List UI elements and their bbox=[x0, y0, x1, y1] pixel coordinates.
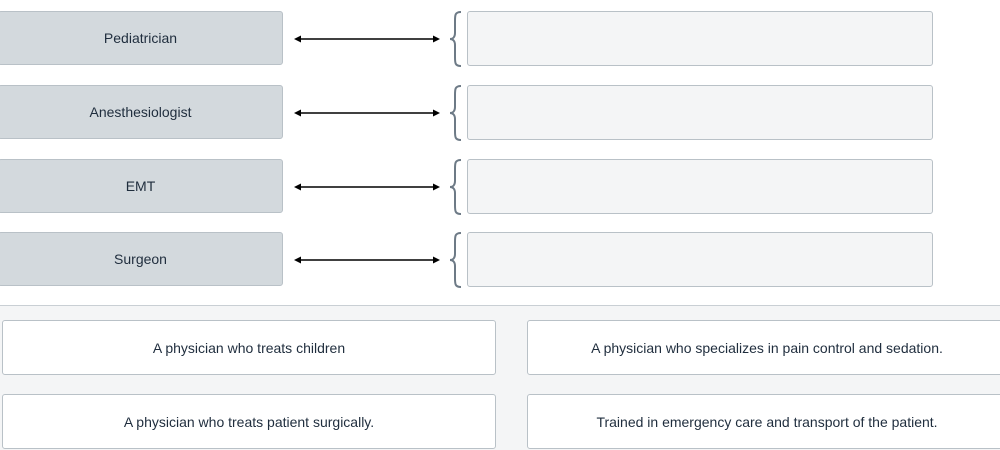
brace-icon bbox=[449, 232, 462, 288]
answer-card-text: A physician who specializes in pain cont… bbox=[591, 339, 943, 356]
term-label: EMT bbox=[125, 178, 156, 194]
answer-card-children[interactable]: A physician who treats children bbox=[2, 320, 496, 375]
answer-bank: A physician who treats children A physic… bbox=[0, 305, 1000, 450]
brace-icon bbox=[449, 11, 462, 67]
answer-card-surgically[interactable]: A physician who treats patient surgicall… bbox=[2, 394, 496, 449]
term-label: Surgeon bbox=[114, 251, 167, 267]
term-box-pediatrician: Pediatrician bbox=[0, 11, 283, 65]
term-label: Pediatrician bbox=[103, 30, 178, 46]
term-box-surgeon: Surgeon bbox=[0, 232, 283, 286]
answer-card-text: A physician who treats children bbox=[152, 339, 346, 356]
match-row: Pediatrician bbox=[0, 11, 1000, 67]
double-arrow-icon bbox=[294, 256, 440, 264]
double-arrow-icon bbox=[294, 183, 440, 191]
drop-target-1[interactable] bbox=[467, 11, 933, 66]
drop-target-4[interactable] bbox=[467, 232, 933, 287]
term-box-anesthesiologist: Anesthesiologist bbox=[0, 85, 283, 139]
term-box-emt: EMT bbox=[0, 159, 283, 213]
answer-card-emergency[interactable]: Trained in emergency care and transport … bbox=[527, 394, 1000, 449]
brace-icon bbox=[449, 85, 462, 141]
answer-card-sedation[interactable]: A physician who specializes in pain cont… bbox=[527, 320, 1000, 375]
match-row: Surgeon bbox=[0, 232, 1000, 288]
drop-target-2[interactable] bbox=[467, 85, 933, 140]
double-arrow-icon bbox=[294, 35, 440, 43]
match-row: Anesthesiologist bbox=[0, 85, 1000, 141]
term-label: Anesthesiologist bbox=[89, 104, 192, 120]
match-row: EMT bbox=[0, 159, 1000, 215]
brace-icon bbox=[449, 159, 462, 215]
answer-card-text: A physician who treats patient surgicall… bbox=[123, 413, 375, 430]
answer-card-text: Trained in emergency care and transport … bbox=[596, 413, 938, 430]
drop-target-3[interactable] bbox=[467, 159, 933, 214]
double-arrow-icon bbox=[294, 109, 440, 117]
